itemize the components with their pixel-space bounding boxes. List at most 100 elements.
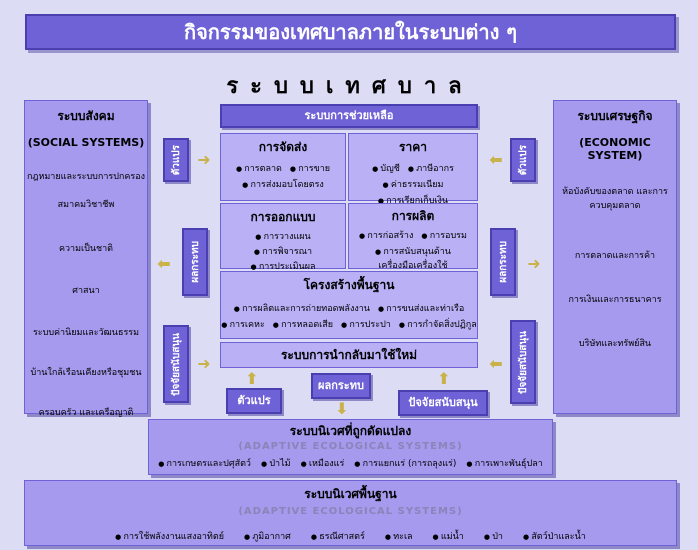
distribution-item: การตลาด — [236, 161, 282, 175]
design-item: การพิจารณา — [254, 244, 312, 258]
price-item: ค่าธรรมเนียม — [383, 177, 444, 191]
production-item: การอบรม — [421, 228, 467, 242]
arrow-right-icon: ➜ — [197, 354, 211, 373]
adaptive-title: ระบบนิเวศที่ถูกดัดแปลง — [289, 424, 412, 438]
basic-item: ธรณีศาสตร์ — [311, 529, 365, 543]
variable-box-bottom: ตัวแปร — [226, 388, 282, 414]
distribution-box: การจัดส่ง การตลาด การขาย การส่งมอบโดยตรง — [220, 133, 346, 201]
arrow-down-icon: ⬇ — [335, 399, 349, 418]
social-item: สมาคมวิชาชีพ — [57, 200, 115, 210]
infrastructure-box: โครงสร้างพื้นฐาน การผลิตและการถ่ายทอดพลั… — [220, 271, 478, 339]
social-item: ศาสนา — [72, 286, 100, 296]
distribution-item: การขาย — [290, 161, 330, 175]
basic-title: ระบบนิเวศพื้นฐาน — [304, 487, 397, 501]
effect-label: ผลกระทบ — [189, 241, 201, 283]
distribution-item: การส่งมอบโดยตรง — [242, 177, 324, 191]
production-item: การก่อสร้าง — [359, 228, 413, 242]
social-item: ระบบค่านิยมและวัฒนธรรม — [32, 328, 140, 338]
infrastructure-item: การเคหะ — [221, 317, 265, 331]
adaptive-item: ป่าไม้ — [261, 456, 290, 470]
recycle-system-box: ระบบการนำกลับมาใช้ใหม่ — [220, 342, 478, 368]
basic-title-en: (ADAPTIVE ECOLOGICAL SYSTEMS) — [238, 506, 463, 517]
social-systems-panel: ระบบสังคม (SOCIAL SYSTEMS) กฎหมายและระบบ… — [24, 100, 148, 418]
production-item: เครื่องมือเครื่องใช้ — [378, 261, 448, 271]
adaptive-item: การเพาะพันธุ์ปลา — [466, 456, 543, 470]
social-systems-title-en: (SOCIAL SYSTEMS) — [27, 136, 145, 149]
variable-box-right: ตัวแปร — [510, 138, 536, 182]
social-item: กฎหมายและระบบการปกครอง — [26, 172, 146, 182]
support-box-right: ปัจจัยสนับสนุน — [510, 320, 536, 404]
economic-system-title: ระบบเศรษฐกิจ — [577, 109, 653, 123]
page-title: กิจกรรมของเทศบาลภายในระบบต่าง ๆ — [25, 14, 676, 50]
price-item: บัญชี — [372, 161, 400, 175]
infrastructure-item: การหลอดเสีย — [273, 317, 333, 331]
adaptive-item: การเกษตรและปศุสัตว์ — [158, 456, 251, 470]
design-title: การออกแบบ — [250, 210, 316, 224]
adaptive-title-en: (ADAPTIVE ECOLOGICAL SYSTEMS) — [238, 441, 463, 452]
price-item: การเรียกเก็บเงิน — [378, 193, 448, 207]
basic-item: แม่น้ำ — [433, 529, 464, 543]
effect-box-right: ผลกระทบ — [490, 228, 516, 296]
variable-box-left: ตัวแปร — [163, 138, 189, 182]
adaptive-ecological-panel: ระบบนิเวศที่ถูกดัดแปลง (ADAPTIVE ECOLOGI… — [148, 419, 553, 475]
economic-system-panel: ระบบเศรษฐกิจ (ECONOMIC SYSTEM) ห้อบังคับ… — [553, 100, 677, 414]
adaptive-item: เหมืองแร่ — [301, 456, 344, 470]
municipal-system-heading: ระบบเทศบาล — [226, 74, 474, 99]
price-item: ภาษีอากร — [408, 161, 454, 175]
social-item: ความเป็นชาติ — [58, 244, 113, 254]
basic-item: ภูมิอากาศ — [244, 529, 291, 543]
arrow-up-icon: ⬆ — [245, 369, 259, 388]
economic-item: บริษัทและทรัพย์สิน — [578, 339, 652, 349]
basic-ecological-panel: ระบบนิเวศพื้นฐาน (ADAPTIVE ECOLOGICAL SY… — [24, 480, 677, 546]
support-label: ปัจจัยสนับสนุน — [517, 330, 529, 394]
price-title: ราคา — [399, 140, 427, 154]
design-item: การประเมินผล — [250, 259, 316, 273]
arrow-right-icon: ➜ — [527, 254, 541, 273]
arrow-left-icon: ⬅ — [157, 254, 171, 273]
infrastructure-items: การผลิตและการถ่ายทอดพลังงาน การขนส่งและท… — [221, 301, 477, 331]
price-items: บัญชี ภาษีอากร ค่าธรรมเนียม การเรียกเก็บ… — [349, 161, 477, 207]
support-box-left: ปัจจัยสนับสนุน — [163, 325, 189, 403]
variable-label: ตัวแปร — [517, 144, 529, 176]
arrow-left-icon: ⬅ — [489, 354, 503, 373]
arrow-left-icon: ⬅ — [489, 150, 503, 169]
support-label: ปัจจัยสนับสนุน — [170, 332, 182, 396]
social-item: ครอบครัว และเครือญาติ — [38, 408, 134, 418]
social-item: บ้านใกล้เรือนเคียงหรือชุมชน — [30, 368, 142, 378]
effect-label: ผลกระทบ — [497, 241, 509, 283]
production-box: การผลิต การก่อสร้าง การอบรม การสนับสนุนด… — [348, 203, 478, 271]
economic-system-title-en: (ECONOMIC SYSTEM) — [579, 136, 651, 162]
design-item: การวางแผน — [255, 229, 311, 243]
price-box: ราคา บัญชี ภาษีอากร ค่าธรรมเนียม การเรีย… — [348, 133, 478, 206]
arrow-right-icon: ➜ — [197, 150, 211, 169]
infrastructure-item: การกำจัดสิ่งปฏิกูล — [399, 317, 477, 331]
basic-item: ทะเล — [385, 529, 412, 543]
arrow-up-icon: ⬆ — [437, 369, 451, 388]
basic-items: การใช้พลังงานแสงอาทิตย์ ภูมิอากาศ ธรณีศา… — [25, 529, 676, 543]
economic-item: ห้อบังคับของตลาด และการควบคุมตลาด — [562, 187, 668, 211]
adaptive-item: การแยกแร่ (การถลุงแร่) — [354, 456, 457, 470]
infrastructure-item: การผลิตและการถ่ายทอดพลังงาน — [234, 301, 370, 315]
design-items: การวางแผน การพิจารณา การประเมินผล — [221, 229, 345, 273]
support-system-box: ระบบการช่วยเหลือ — [220, 104, 478, 128]
distribution-items: การตลาด การขาย การส่งมอบโดยตรง — [221, 161, 345, 191]
effect-box-bottom: ผลกระทบ — [311, 373, 371, 399]
infrastructure-item: การขนส่งและท่าเรือ — [378, 301, 464, 315]
production-items: การก่อสร้าง การอบรม การสนับสนุนด้าน — [349, 228, 477, 258]
basic-item: ป่า — [484, 529, 503, 543]
social-systems-title: ระบบสังคม — [57, 109, 115, 123]
economic-item: การตลาดและการค้า — [574, 251, 656, 261]
infrastructure-title: โครงสร้างพื้นฐาน — [303, 278, 395, 292]
economic-item: การเงินและการธนาคาร — [568, 295, 662, 305]
variable-label: ตัวแปร — [170, 144, 182, 176]
distribution-title: การจัดส่ง — [258, 140, 308, 154]
adaptive-items: การเกษตรและปศุสัตว์ ป่าไม้ เหมืองแร่ การ… — [149, 456, 552, 470]
design-box: การออกแบบ การวางแผน การพิจารณา การประเมิ… — [220, 203, 346, 272]
basic-item: การใช้พลังงานแสงอาทิตย์ — [115, 529, 224, 543]
infrastructure-item: การประปา — [341, 317, 390, 331]
basic-item: สัตว์ป่าและน้ำ — [523, 529, 586, 543]
effect-box-left: ผลกระทบ — [182, 228, 208, 296]
production-title: การผลิต — [391, 209, 435, 223]
support-box-bottom: ปัจจัยสนับสนุน — [398, 390, 488, 416]
production-item: การสนับสนุนด้าน — [375, 244, 451, 258]
